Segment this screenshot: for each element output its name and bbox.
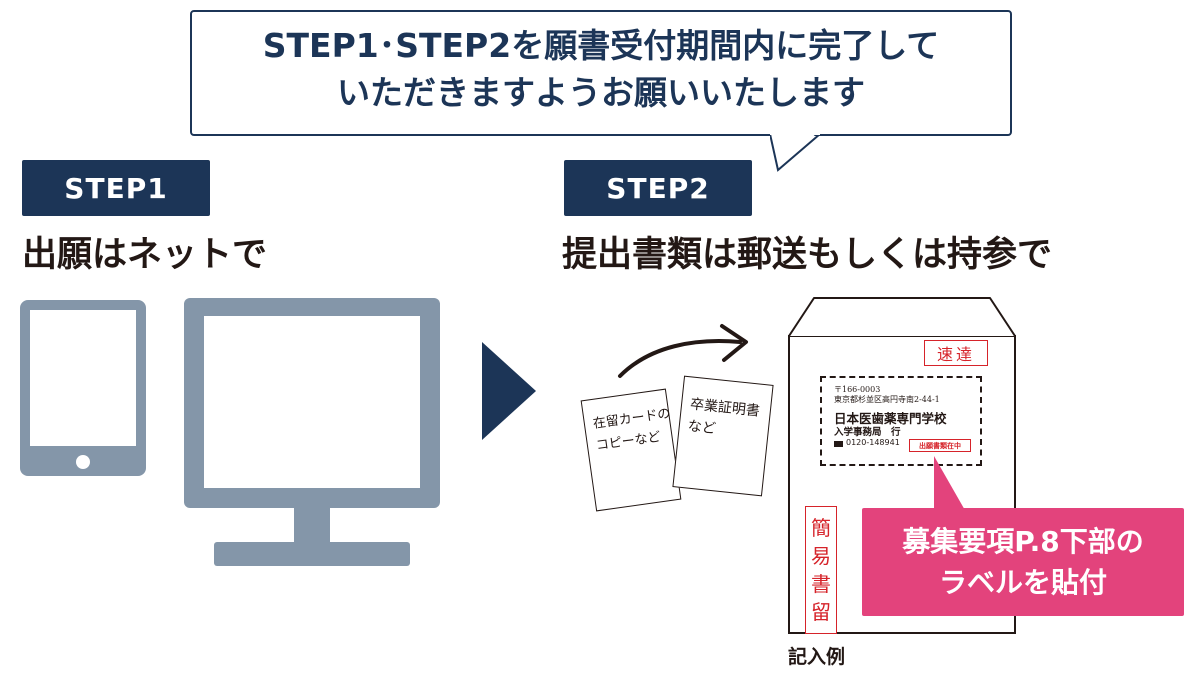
school-name: 日本医歯薬専門学校 bbox=[834, 411, 947, 426]
bubble-line-1: STEP1･STEP2を願書受付期間内に完了して bbox=[262, 26, 940, 65]
bubble-line-2: いただきますようお願いいたします bbox=[337, 73, 865, 112]
step1-badge: STEP1 bbox=[22, 160, 210, 216]
label-callout: 募集要項P.8下部の ラベルを貼付 bbox=[862, 508, 1184, 616]
phone-number: 0120-148941 bbox=[846, 438, 900, 447]
residence-card-document: 在留カードの コピーなど bbox=[580, 388, 682, 512]
simple-registered-label: 簡 易 書 留 bbox=[805, 506, 837, 634]
postal-code: 〒166-0003 bbox=[834, 385, 881, 394]
tablet-icon bbox=[20, 300, 146, 476]
curved-arrow-icon bbox=[618, 324, 748, 378]
next-step-arrow-icon bbox=[482, 342, 536, 440]
step2-heading: 提出書類は郵送もしくは持参で bbox=[562, 235, 1053, 275]
bubble-message: STEP1･STEP2を願書受付期間内に完了して いただきますようお願いいたしま… bbox=[190, 22, 1012, 116]
callout-line-1: 募集要項P.8下部の bbox=[902, 525, 1144, 558]
monitor-icon bbox=[184, 298, 440, 566]
registered-char-3: 書 bbox=[811, 572, 831, 596]
address: 東京都杉並区高円寺南2-44-1 bbox=[834, 395, 940, 404]
callout-line-2: ラベルを貼付 bbox=[938, 566, 1107, 599]
enclosed-documents-stamp: 出願書類在中 bbox=[909, 439, 971, 452]
graduation-certificate-document: 卒業証明書 など bbox=[672, 375, 774, 497]
registered-char-2: 易 bbox=[811, 544, 831, 568]
speech-bubble-tail bbox=[770, 130, 821, 172]
callout-pointer bbox=[934, 456, 966, 512]
step2-badge: STEP2 bbox=[564, 160, 752, 216]
example-caption: 記入例 bbox=[788, 646, 846, 668]
speech-bubble bbox=[190, 10, 1012, 136]
address-label bbox=[820, 376, 982, 466]
registered-char-1: 簡 bbox=[811, 516, 831, 540]
phone-icon bbox=[834, 441, 843, 447]
department-name: 入学事務局 行 bbox=[834, 427, 901, 438]
registered-char-4: 留 bbox=[811, 600, 831, 624]
express-label: 速達 bbox=[924, 340, 988, 366]
step1-heading: 出願はネットで bbox=[22, 235, 268, 275]
